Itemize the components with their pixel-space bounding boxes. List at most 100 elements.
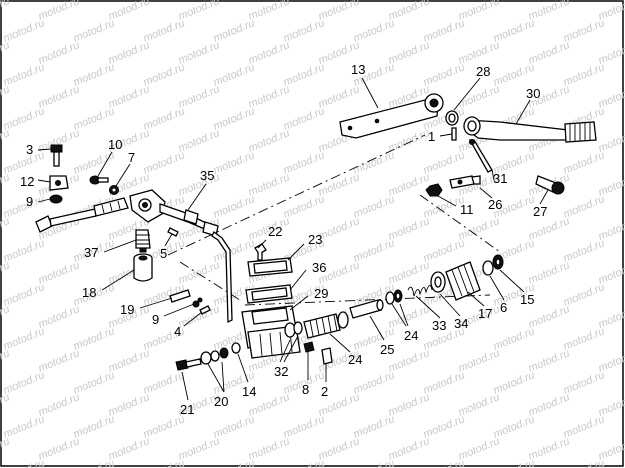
- watermark-text: motod.ru: [352, 237, 397, 264]
- callout-13: 13: [351, 62, 365, 77]
- watermark-text: motod.ru: [527, 215, 572, 242]
- watermark-text: motod.ru: [142, 149, 187, 176]
- watermark-text: motod.ru: [37, 39, 82, 66]
- watermark-text: motod.ru: [562, 193, 607, 220]
- seal-part: [430, 271, 446, 293]
- watermark-text: motod.ru: [457, 215, 502, 242]
- watermark-text: motod.ru: [2, 193, 47, 220]
- callout-10: 10: [108, 137, 122, 152]
- pedal-end-part: [535, 175, 565, 195]
- washer-part: [109, 185, 119, 195]
- watermark-text: motod.ru: [37, 0, 82, 23]
- bolt-part: [50, 144, 63, 167]
- callout-34: 34: [454, 316, 468, 331]
- watermark-text: motod.ru: [247, 83, 292, 110]
- callout-14: 14: [242, 384, 256, 399]
- watermark-text: motod.ru: [37, 435, 82, 462]
- watermark-text: motod.ru: [457, 347, 502, 374]
- watermark-text: motod.ru: [107, 83, 152, 110]
- callout-37: 37: [84, 245, 98, 260]
- nut-part: [192, 297, 203, 308]
- watermark-text: motod.ru: [247, 171, 292, 198]
- callout-18: 18: [82, 285, 96, 300]
- watermark-text: motod.ru: [72, 413, 117, 440]
- watermark-text: motod.ru: [387, 435, 432, 462]
- callout-4: 4: [174, 324, 181, 339]
- gasket-part: [245, 284, 293, 304]
- watermark-text: motod.ru: [107, 0, 152, 23]
- callout-24-right: 24: [404, 328, 418, 343]
- watermark-text: motod.ru: [387, 259, 432, 286]
- washer-stack: [385, 289, 403, 305]
- clevis-part: [449, 175, 481, 189]
- callout-27: 27: [533, 204, 547, 219]
- callout-2: 2: [321, 384, 328, 399]
- watermark-text: motod.ru: [177, 39, 222, 66]
- watermark-text: motod.ru: [177, 435, 222, 462]
- watermark-text: motod.ru: [562, 369, 607, 396]
- watermark-text: motod.ru: [562, 237, 607, 264]
- callout-23: 23: [308, 232, 322, 247]
- watermark-text: motod.ru: [422, 237, 467, 264]
- watermark-text: motod.ru: [107, 347, 152, 374]
- reservoir-part: [133, 253, 153, 282]
- watermark-text: motod.ru: [212, 193, 257, 220]
- watermark-text: motod.ru: [247, 0, 292, 23]
- watermark-text: motod.ru: [212, 61, 257, 88]
- watermark-text: motod.ru: [422, 17, 467, 44]
- watermark-text: motod.ru: [457, 391, 502, 418]
- watermark-text: motod.ru: [387, 171, 432, 198]
- fastener-set: [303, 341, 333, 365]
- watermark-text: motod.ru: [562, 61, 607, 88]
- dust-boot: [445, 261, 481, 301]
- watermark-text: motod.ru: [422, 149, 467, 176]
- callout-20: 20: [214, 394, 228, 409]
- nut-part: [425, 183, 443, 197]
- brake-pipe-assembly: [129, 189, 233, 324]
- watermark-text: motod.ru: [457, 435, 502, 462]
- watermark-text: motod.ru: [562, 17, 607, 44]
- clip-part: [169, 289, 191, 303]
- watermark-text: motod.ru: [352, 149, 397, 176]
- watermark-text: motod.ru: [37, 347, 82, 374]
- pin-part: [451, 127, 457, 141]
- watermark-text: motod.ru: [2, 413, 47, 440]
- callout-31: 31: [493, 171, 507, 186]
- watermark-text: motod.ru: [387, 0, 432, 23]
- callout-12: 12: [20, 174, 34, 189]
- watermark-text: motod.ru: [422, 413, 467, 440]
- watermark-text: motod.ru: [527, 0, 572, 23]
- watermark-text: motod.ru: [457, 39, 502, 66]
- watermark-text: motod.ru: [527, 391, 572, 418]
- callout-35: 35: [200, 168, 214, 183]
- piston-spring: [303, 311, 349, 339]
- callout-9-lower: 9: [152, 312, 159, 327]
- watermark-text: motod.ru: [37, 303, 82, 330]
- watermark-text: motod.ru: [317, 435, 362, 462]
- callout-8: 8: [302, 382, 309, 397]
- watermark-text: motod.ru: [37, 391, 82, 418]
- brake-pedal-lever: [339, 93, 444, 139]
- watermark-text: motod.ru: [282, 61, 327, 88]
- watermark-text: motod.ru: [562, 281, 607, 308]
- bracket-part: [49, 175, 69, 191]
- watermark-text: motod.ru: [282, 17, 327, 44]
- callout-26: 26: [488, 197, 502, 212]
- watermark-text: motod.ru: [2, 369, 47, 396]
- bolt-part: [167, 227, 179, 237]
- callout-3: 3: [26, 142, 33, 157]
- watermark-text: motod.ru: [422, 61, 467, 88]
- watermark-text: motod.ru: [212, 149, 257, 176]
- watermark-text: motod.ru: [2, 105, 47, 132]
- watermark-text: motod.ru: [37, 259, 82, 286]
- callout-17: 17: [478, 306, 492, 321]
- watermark-text: motod.ru: [107, 391, 152, 418]
- watermark-text: motod.ru: [2, 325, 47, 352]
- watermark-text: motod.ru: [142, 369, 187, 396]
- watermark-text: motod.ru: [247, 435, 292, 462]
- watermark-text: motod.ru: [107, 435, 152, 462]
- watermark-text: motod.ru: [212, 105, 257, 132]
- watermark-text: motod.ru: [352, 369, 397, 396]
- watermark-text: motod.ru: [387, 391, 432, 418]
